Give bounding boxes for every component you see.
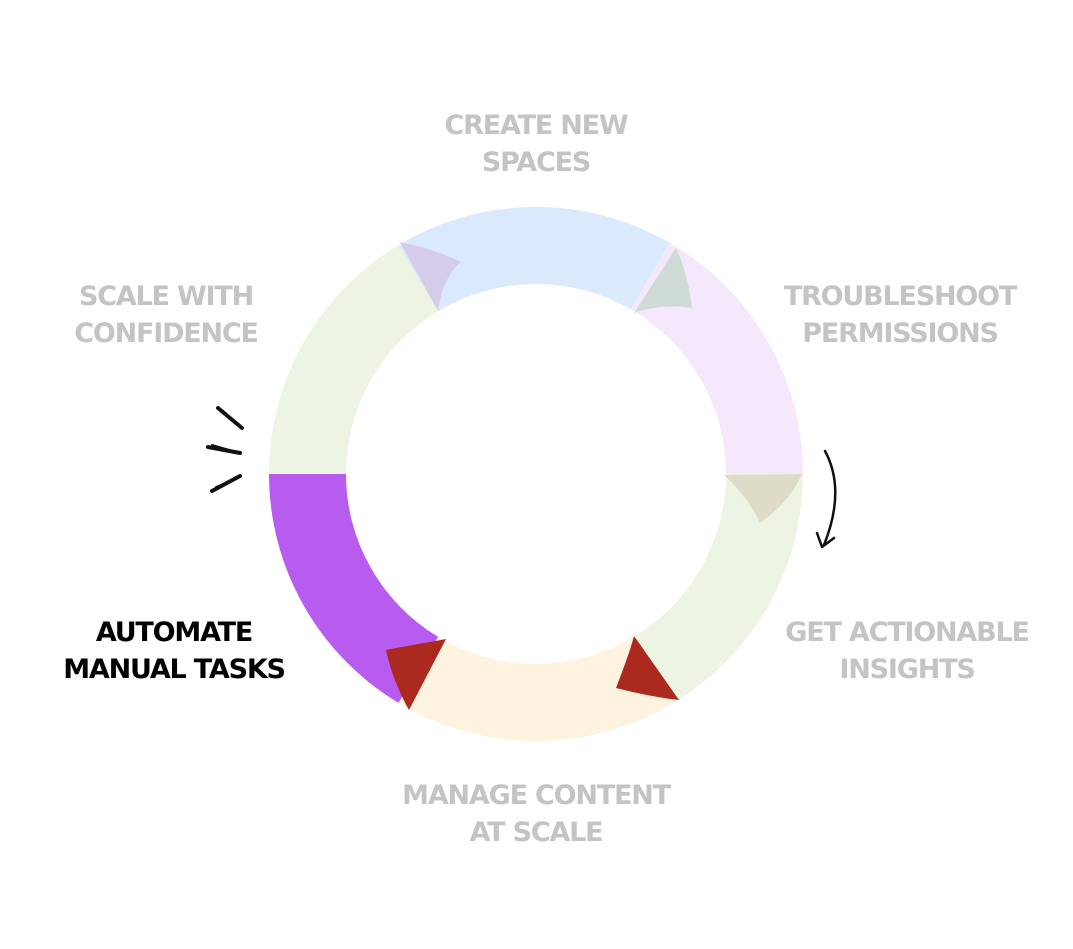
curved-arrow-icon bbox=[815, 449, 837, 549]
ring-segment-manage bbox=[398, 636, 670, 741]
step-label-manage-content-at-scale: MANAGE CONTENT AT SCALE bbox=[402, 780, 671, 848]
ring-fold-automate bbox=[386, 639, 446, 710]
ring-segment-create bbox=[398, 207, 670, 312]
ring-segment-automate bbox=[269, 474, 439, 703]
step-label-automate-manual-tasks: AUTOMATE MANUAL TASKS bbox=[63, 617, 286, 685]
ring-fold-manage bbox=[616, 636, 679, 700]
ring-segment-scale bbox=[269, 245, 439, 474]
ring-fold-insights bbox=[724, 474, 802, 523]
ring-segment-insights bbox=[631, 474, 803, 706]
step-label-troubleshoot-permissions: TROUBLESHOOT PERMISSIONS bbox=[783, 281, 1017, 349]
ring-fold-create bbox=[400, 242, 461, 311]
step-label-scale-with-confidence: SCALE WITH CONFIDENCE bbox=[74, 281, 259, 349]
emphasis-marks-icon bbox=[206, 406, 244, 493]
ring-fold-troubleshoot bbox=[634, 248, 692, 313]
step-label-get-actionable-insights: GET ACTIONABLE INSIGHTS bbox=[785, 617, 1030, 685]
step-label-create-new-spaces: CREATE NEW SPACES bbox=[444, 110, 629, 178]
ring-segment-troubleshoot bbox=[631, 242, 803, 474]
